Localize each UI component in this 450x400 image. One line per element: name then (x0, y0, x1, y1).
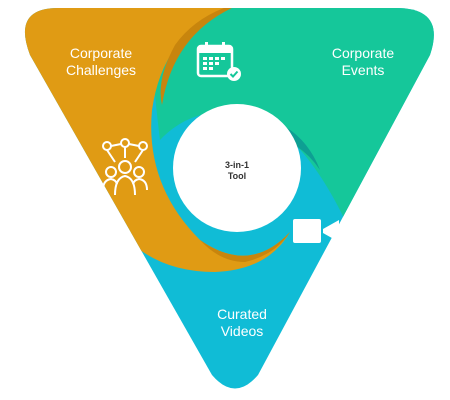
label-curated-videos: Curated Videos (217, 306, 267, 339)
label-corporate-events: Corporate Events (331, 45, 395, 78)
label-corporate-challenges: Corporate Challenges (65, 45, 137, 78)
video-camera-icon (293, 219, 339, 243)
swirl-shadow-bottom (200, 232, 290, 262)
team-network-icon (102, 138, 148, 196)
swirl-shadow-challenges (160, 8, 252, 105)
center-title: 3-in-1 Tool (224, 160, 249, 181)
center-circle (173, 104, 301, 232)
calendar-check-icon (196, 42, 241, 81)
